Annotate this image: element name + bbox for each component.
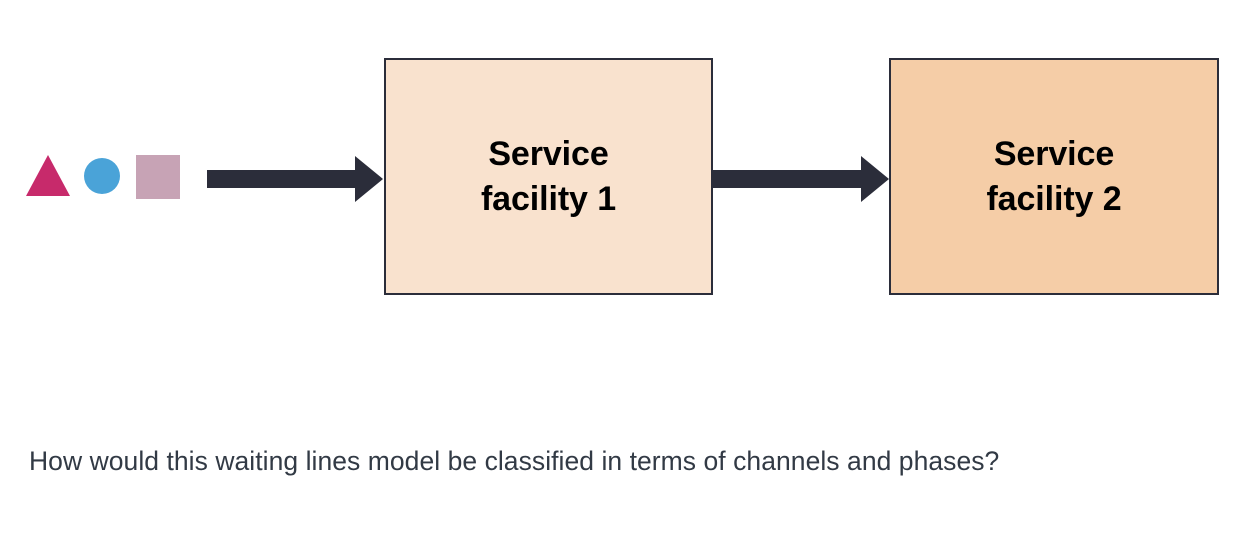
- arrival-arrow-icon: [205, 155, 385, 203]
- waiting-line-queue: [24, 150, 184, 205]
- service-facility-2-label: Service facility 2: [986, 134, 1122, 218]
- queue-circle-icon: [84, 158, 120, 194]
- queue-triangle-icon: [26, 155, 70, 196]
- service-facility-2-box: Service facility 2: [889, 58, 1219, 295]
- queue-square-icon: [136, 155, 180, 199]
- service-facility-1-label: Service facility 1: [480, 134, 617, 218]
- service-facility-1-box: Service facility 1: [384, 58, 713, 295]
- question-caption: How would this waiting lines model be cl…: [29, 446, 1000, 476]
- transfer-arrow-icon: [711, 155, 891, 203]
